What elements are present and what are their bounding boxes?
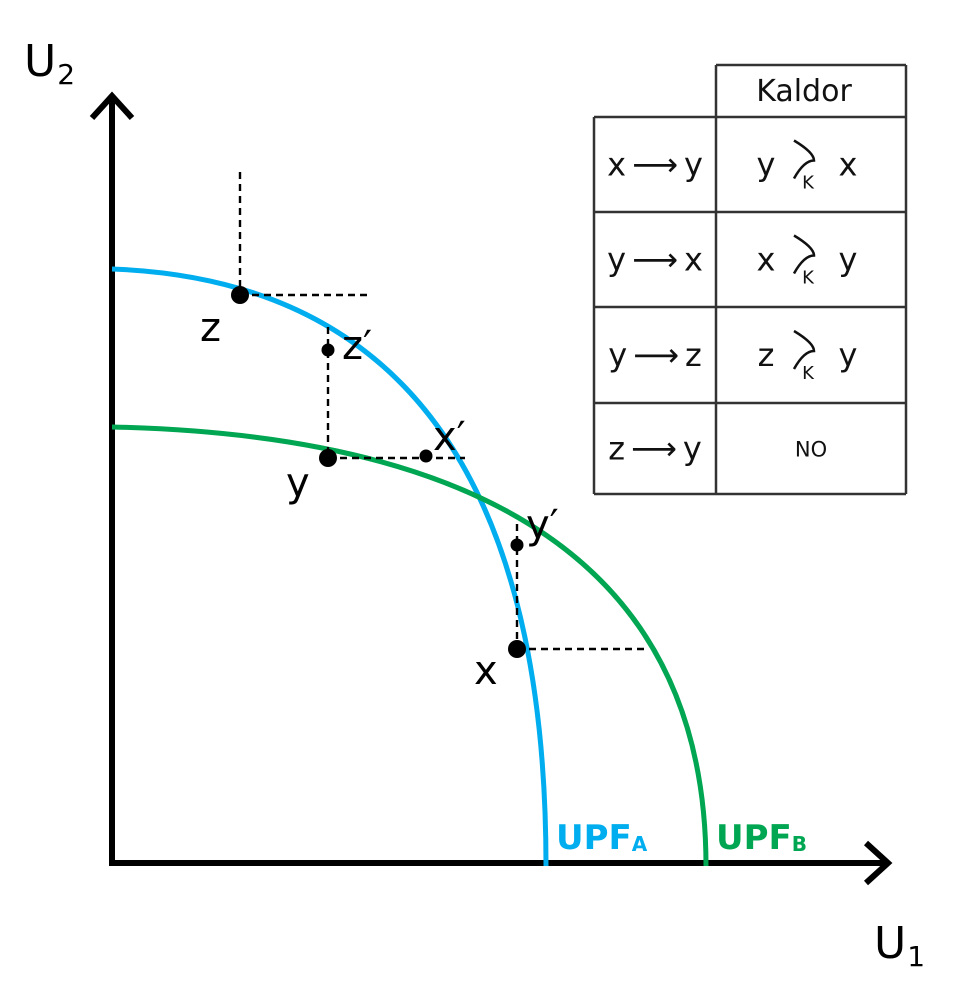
table-row-transition: y⟶z [608,336,702,374]
point-y-label: y [286,460,310,506]
table-row-dominated: x [839,146,858,184]
point-z-label: z [200,305,221,351]
table-header-kaldor: Kaldor [756,74,852,109]
point-x-prime [419,449,433,463]
kaldor-k-subscript: K [802,363,815,384]
upf-b-curve [111,424,709,867]
point-x-prime-label: x′ [433,414,466,460]
kaldor-k-subscript: K [802,173,815,194]
point-x-label: x [474,648,498,694]
x-axis-arrowhead [863,840,893,886]
point-y [319,449,337,467]
table-row-transition: y⟶x [607,241,703,279]
kaldor-k-subscript: K [802,268,815,289]
table-row-preferred: z [758,336,775,374]
kaldor-preference-icon [792,329,816,370]
table-row-transition: z⟶y [608,430,702,468]
kaldor-preference-icon [792,234,816,275]
table-row-preferred: y [757,146,776,184]
point-z-prime-label: z′ [342,323,372,369]
point-z-prime [321,343,335,357]
table-row-preferred: x [757,241,776,279]
table-row-dominated: y [839,336,858,374]
table-row-result-no: NO [795,438,827,462]
upf-b-label: UPFB [716,818,807,858]
u1-axis-label: U1 [874,918,925,973]
point-y-prime [510,538,524,552]
upf-a-curve [111,266,549,867]
table-row-transition: x⟶y [607,146,703,184]
table-row-dominated: y [839,241,858,279]
point-x [508,640,526,658]
y-axis-arrowhead [89,91,135,121]
kaldor-preference-icon [792,139,816,180]
point-z [231,286,249,304]
point-y-prime-label: y′ [526,502,559,548]
upf-a-label: UPFA [556,818,648,858]
u2-axis-label: U2 [24,36,75,91]
